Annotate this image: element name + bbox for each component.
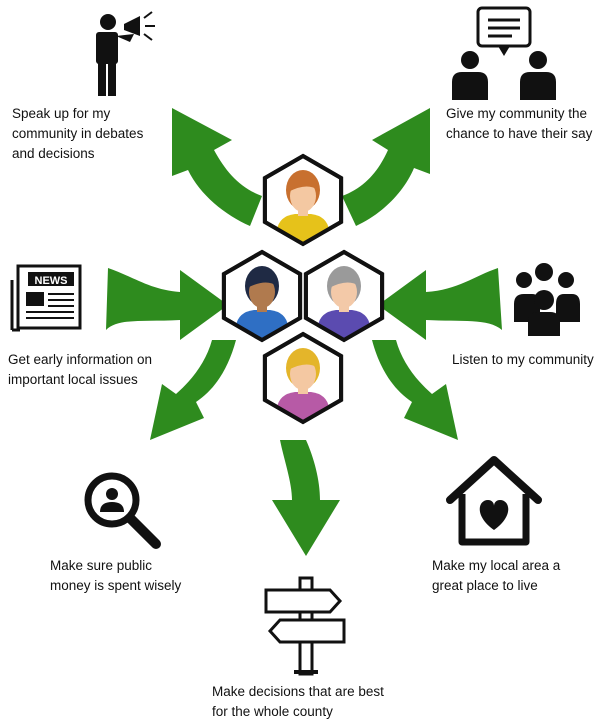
megaphone-person-icon: [96, 11, 155, 96]
news-label: NEWS: [35, 275, 68, 287]
signpost-icon: [264, 576, 346, 676]
label-decisions: Make decisions that are best for the who…: [212, 682, 384, 722]
arrow-public-money: [150, 340, 236, 440]
hexagon-bottom: [262, 331, 344, 425]
newspaper-icon: NEWS: [10, 264, 82, 332]
label-line: important local issues: [8, 372, 138, 387]
crowd-icon: [514, 263, 580, 336]
label-line: Listen to my community: [452, 352, 594, 367]
label-line: Make decisions that are best: [212, 684, 384, 699]
label-line: great place to live: [432, 578, 538, 593]
arrows-group: [106, 108, 502, 556]
label-line: money is spent wisely: [50, 578, 182, 593]
label-line: community in debates: [12, 126, 144, 141]
label-line: Speak up for my: [12, 106, 111, 121]
center-hexagons: [221, 153, 385, 425]
label-line: chance to have their say: [446, 126, 593, 141]
arrow-speak-up: [172, 108, 262, 226]
arrow-decisions: [272, 440, 340, 556]
label-line: Get early information on: [8, 352, 153, 367]
label-line: Make my local area a: [432, 558, 561, 573]
label-early-info: Get early information on important local…: [8, 350, 152, 390]
arrow-give-chance: [342, 108, 430, 226]
hexagon-top: [262, 153, 344, 247]
label-line: for the whole county: [212, 704, 333, 719]
speech-bubble-people-icon: [452, 6, 556, 100]
arrow-listen: [378, 268, 502, 340]
label-public-money: Make sure public money is spent wisely: [50, 556, 181, 596]
arrow-local-area: [372, 340, 458, 440]
label-listen: Listen to my community: [452, 350, 594, 370]
person-avatar-icon: [236, 266, 288, 340]
house-heart-icon: [446, 456, 542, 546]
label-give-chance: Give my community the chance to have the…: [446, 104, 592, 144]
arrow-early-info: [106, 268, 228, 340]
hexagon-left: [221, 249, 303, 343]
label-line: and decisions: [12, 146, 95, 161]
label-speak-up: Speak up for my community in debates and…: [12, 104, 143, 164]
label-line: Make sure public: [50, 558, 153, 573]
magnifier-person-icon: [84, 472, 161, 549]
label-line: Give my community the: [446, 106, 588, 121]
hexagon-right: [303, 249, 385, 343]
label-local-area: Make my local area a great place to live: [432, 556, 560, 596]
